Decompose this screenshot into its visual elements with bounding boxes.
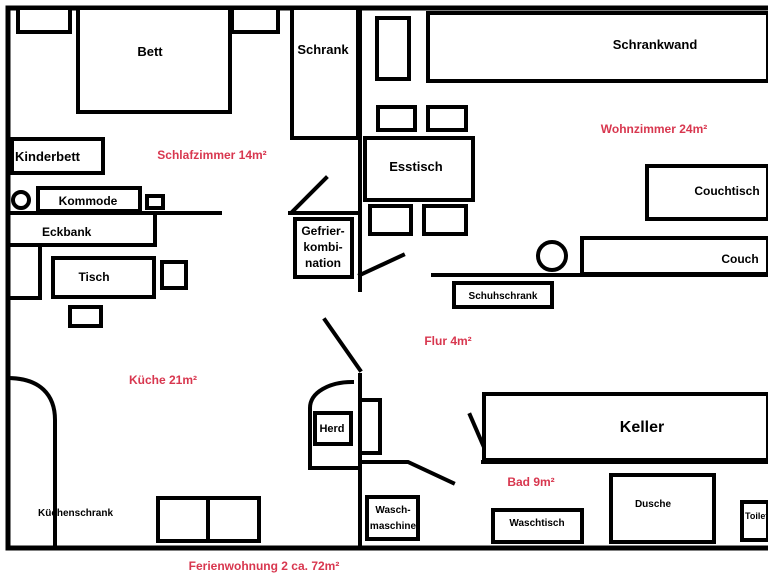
label-kuechenschrank: Küchenschrank (38, 508, 113, 519)
room-bad: Bad 9m² (507, 475, 554, 489)
room-flur: Flur 4m² (424, 334, 471, 348)
label-bett: Bett (137, 44, 163, 59)
label-couchtisch: Couchtisch (694, 184, 759, 198)
plan-caption: Ferienwohnung 2 ca. 72m² (189, 559, 340, 573)
label-schuhschrank: Schuhschrank (469, 291, 538, 302)
room-wohnzimmer: Wohnzimmer 24m² (601, 122, 707, 136)
label-schrankwand: Schrankwand (613, 37, 698, 52)
label-schrank: Schrank (297, 42, 349, 57)
label-couch: Couch (721, 252, 758, 266)
label-gefrierkombination-2: kombi- (303, 240, 342, 254)
label-esstisch: Esstisch (389, 159, 443, 174)
label-toilette: Toilet (745, 511, 768, 521)
room-schlafzimmer: Schlafzimmer 14m² (157, 148, 266, 162)
label-eckbank: Eckbank (42, 225, 92, 239)
furniture (10, 6, 768, 544)
room-labels: Schlafzimmer 14m² Wohnzimmer 24m² Flur 4… (129, 122, 707, 573)
label-waschmaschine-1: Wasch- (375, 505, 410, 516)
room-kueche: Küche 21m² (129, 373, 197, 387)
label-waschtisch: Waschtisch (509, 518, 564, 529)
label-herd: Herd (319, 423, 344, 435)
label-kinderbett: Kinderbett (15, 149, 81, 164)
label-kommode: Kommode (59, 194, 118, 208)
label-keller: Keller (620, 419, 664, 436)
label-dusche: Dusche (635, 499, 672, 510)
label-gefrierkombination-3: nation (305, 256, 341, 270)
label-gefrierkombination-1: Gefrier- (301, 224, 344, 238)
label-tisch: Tisch (78, 270, 109, 284)
label-waschmaschine-2: maschine (370, 521, 417, 532)
furniture-labels: Bett Schrank Schrankwand Kinderbett Komm… (15, 37, 768, 532)
